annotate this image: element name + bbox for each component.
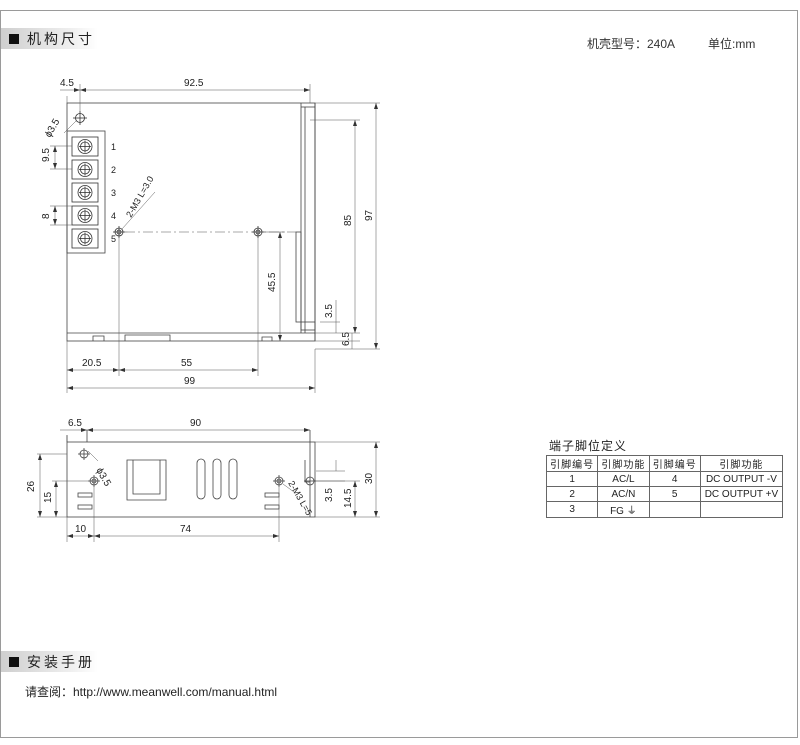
side-view-outline (66, 441, 316, 518)
dim-foot-a: 3.5 (324, 304, 335, 318)
dim-pitch-top: 9.5 (41, 148, 52, 162)
dim-width-top: 92.5 (184, 78, 204, 89)
pin-function: FG ⏚ (597, 501, 650, 518)
pin-function: AC/N (597, 486, 650, 502)
pin-number: 5 (648, 486, 701, 502)
pin-function (699, 501, 784, 518)
dim-bottom-mid: 55 (181, 358, 193, 369)
header-pin-number: 引脚编号 (545, 455, 599, 472)
dim-side-left-offset: 6.5 (68, 418, 82, 429)
pin-table: 引脚编号 引脚功能 引脚编号 引脚功能 1 AC/L 4 DC OUTPUT -… (545, 455, 784, 518)
vent-window (126, 459, 167, 501)
dim-foot-b: 6.5 (341, 332, 352, 346)
pin-function: DC OUTPUT -V (699, 471, 784, 487)
pin-number: 2 (545, 486, 599, 502)
section-header-manual: 安装手册 (1, 651, 98, 672)
pin-function: DC OUTPUT +V (699, 486, 784, 502)
section-title: 安装手册 (27, 653, 95, 670)
header-pin-number: 引脚编号 (648, 455, 701, 472)
dim-side-height-left: 26 (26, 480, 37, 492)
terminal-number: 5 (111, 234, 116, 244)
dim-hole-height: 45.5 (267, 272, 278, 292)
pin-number: 3 (545, 501, 599, 518)
section-header-dimensions: 机构尺寸 (1, 28, 98, 49)
vent-slot (228, 458, 238, 500)
square-bullet-icon (9, 33, 19, 44)
dim-side-length: 90 (190, 418, 202, 429)
dim-side-right-a: 3.5 (324, 488, 335, 502)
vent-slot (196, 458, 206, 500)
dim-side-height-total: 30 (364, 472, 375, 484)
table-row: 2 AC/N 5 DC OUTPUT +V (545, 486, 784, 502)
square-bullet-icon (9, 656, 19, 667)
section-title: 机构尺寸 (27, 30, 95, 47)
dim-left-offset: 4.5 (60, 78, 74, 89)
dim-side-bottom-span: 74 (180, 524, 192, 535)
dim-height-total: 97 (364, 209, 375, 221)
terminal-number: 4 (111, 211, 116, 221)
pin-function: AC/L (597, 471, 650, 487)
dim-pitch-mid: 8 (41, 213, 52, 219)
terminal-block (66, 130, 106, 254)
header-pin-function: 引脚功能 (699, 455, 784, 472)
dim-side-right-b: 14.5 (343, 488, 354, 508)
terminal-numbers: 1 2 3 4 5 (111, 142, 116, 244)
pin-number: 4 (648, 471, 701, 487)
dim-bottom-left: 20.5 (82, 358, 102, 369)
page-frame (0, 10, 798, 738)
pin-number: 1 (545, 471, 599, 487)
manual-link[interactable]: 请查阅：http://www.meanwell.com/manual.html (25, 685, 278, 699)
table-row: 3 FG ⏚ (545, 501, 784, 518)
table-row: 1 AC/L 4 DC OUTPUT -V (545, 471, 784, 487)
dim-hole-dia: ϕ3.5 (43, 117, 62, 140)
terminal-number: 3 (111, 188, 116, 198)
top-view-outline (66, 102, 316, 342)
terminal-number: 2 (111, 165, 116, 175)
dim-side-bottom-left: 10 (75, 524, 87, 535)
dim-side-hole-left: 15 (43, 491, 54, 503)
dim-width-total: 99 (184, 376, 196, 387)
pin-table-title: 端子脚位定义 (549, 439, 628, 453)
pin-number (648, 501, 701, 518)
header-pin-function: 引脚功能 (597, 455, 650, 472)
terminal-screws (71, 136, 99, 249)
vent-slot (212, 458, 222, 500)
dim-height-inner: 85 (343, 214, 354, 226)
terminal-number: 1 (111, 142, 116, 152)
case-model-label: 机壳型号：240A (587, 37, 676, 51)
pin-table-header-row: 引脚编号 引脚功能 引脚编号 引脚功能 (545, 455, 784, 472)
unit-label: 单位:mm (708, 37, 756, 51)
